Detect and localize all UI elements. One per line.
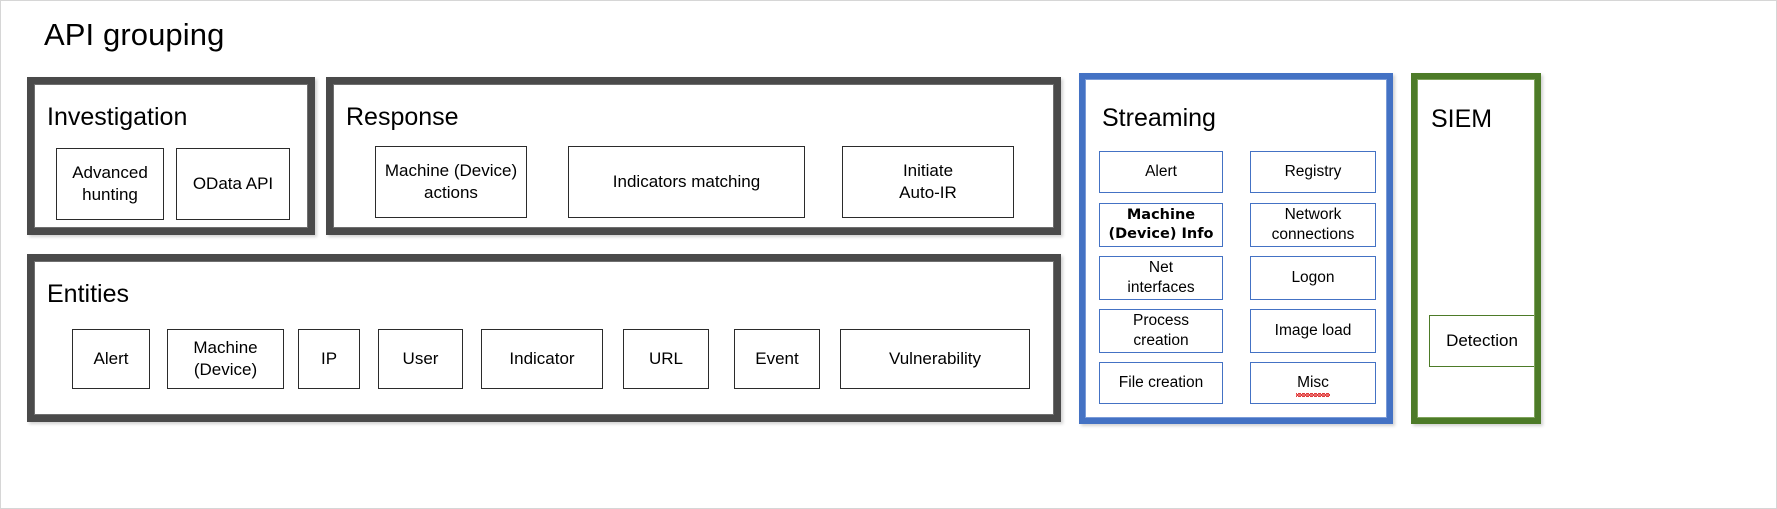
box-odata-api[interactable]: OData API	[176, 148, 290, 220]
box-entity-url[interactable]: URL	[623, 329, 709, 389]
panel-siem: SIEM Detection	[1411, 73, 1541, 424]
box-streaming-logon[interactable]: Logon	[1250, 256, 1376, 300]
page-title: API grouping	[44, 17, 225, 52]
panel-response: Response Machine (Device) actions Indica…	[326, 77, 1061, 235]
panel-streaming: Streaming Alert Machine (Device) Info Ne…	[1079, 73, 1393, 424]
box-advanced-hunting[interactable]: Advanced hunting	[56, 148, 164, 220]
box-initiate-auto-ir[interactable]: Initiate Auto-IR	[842, 146, 1014, 218]
panel-title-entities: Entities	[47, 280, 129, 308]
box-entity-indicator[interactable]: Indicator	[481, 329, 603, 389]
box-streaming-file-creation[interactable]: File creation	[1099, 362, 1223, 404]
box-streaming-alert[interactable]: Alert	[1099, 151, 1223, 193]
box-entity-vulnerability[interactable]: Vulnerability	[840, 329, 1030, 389]
box-streaming-machine-device-info[interactable]: Machine (Device) Info	[1099, 203, 1223, 247]
box-streaming-image-load[interactable]: Image load	[1250, 309, 1376, 353]
box-machine-device-actions[interactable]: Machine (Device) actions	[375, 146, 527, 218]
panel-investigation: Investigation Advanced hunting OData API	[27, 77, 315, 235]
box-entity-alert[interactable]: Alert	[72, 329, 150, 389]
box-indicators-matching[interactable]: Indicators matching	[568, 146, 805, 218]
panel-title-investigation: Investigation	[47, 103, 188, 131]
box-streaming-net-interfaces[interactable]: Net interfaces	[1099, 256, 1223, 300]
box-streaming-misc[interactable]: Misc	[1250, 362, 1376, 404]
panel-entities: Entities Alert Machine (Device) IP User …	[27, 254, 1061, 422]
box-entity-ip[interactable]: IP	[298, 329, 360, 389]
panel-title-response: Response	[346, 103, 459, 131]
box-streaming-process-creation[interactable]: Process creation	[1099, 309, 1223, 353]
box-streaming-misc-label: Misc	[1296, 374, 1330, 397]
box-entity-user[interactable]: User	[378, 329, 463, 389]
box-entity-machine-device[interactable]: Machine (Device)	[167, 329, 284, 389]
box-entity-event[interactable]: Event	[734, 329, 820, 389]
panel-title-siem: SIEM	[1431, 105, 1493, 133]
box-siem-detection[interactable]: Detection	[1429, 315, 1535, 367]
box-streaming-registry[interactable]: Registry	[1250, 151, 1376, 193]
box-streaming-network-connections[interactable]: Network connections	[1250, 203, 1376, 247]
panel-title-streaming: Streaming	[1102, 104, 1216, 132]
